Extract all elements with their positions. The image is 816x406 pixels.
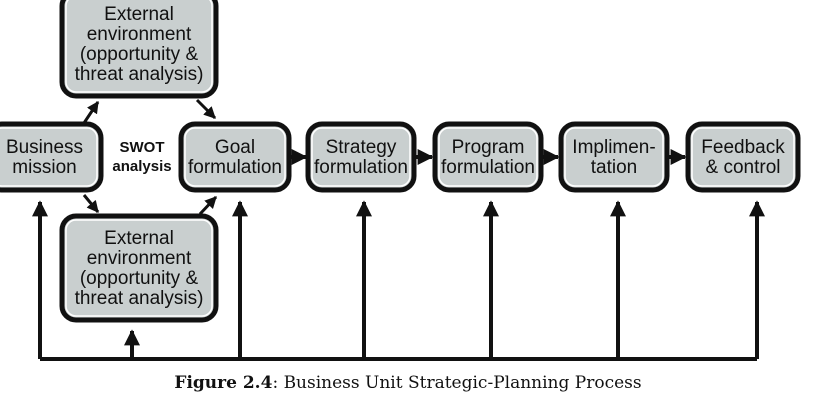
- connectors: [32, 98, 765, 361]
- box-feedback-control-text-line: Feedback: [701, 137, 785, 158]
- box-strategy-formulation-text-line: formulation: [314, 157, 408, 178]
- box-feedback-control-inner-border: [691, 127, 795, 187]
- box-ext-env-bottom-text-line: External: [104, 228, 174, 249]
- box-feedback-control: Feedback& control: [685, 121, 801, 193]
- box-ext-env-top-text-line: External: [104, 4, 174, 25]
- box-ext-env-top-shape: [59, 0, 219, 99]
- caption-label: Figure 2.4: [174, 373, 273, 393]
- box-business-mission-text-line: mission: [12, 157, 76, 178]
- box-feedback-control-text-line: & control: [706, 157, 781, 178]
- swot-label-line2: analysis: [112, 158, 171, 175]
- box-implimentation-shape: [558, 121, 670, 193]
- box-program-formulation-text-line: Program: [452, 137, 525, 158]
- box-ext-env-top-text-line: (opportunity &: [80, 44, 199, 65]
- box-ext-env-top-inner-border: [65, 0, 213, 93]
- box-business-mission-inner-border: [0, 127, 98, 187]
- arrow-ext-bottom-to-goal: [198, 195, 218, 216]
- box-implimentation: Implimen-tation: [558, 121, 670, 193]
- box-program-formulation-shape: [432, 121, 544, 193]
- box-ext-env-bottom-shape: [59, 213, 219, 323]
- swot-label-line1: SWOT: [120, 139, 165, 156]
- box-ext-env-bottom-text-line: environment: [87, 248, 192, 269]
- box-business-mission-text-line: Business: [6, 137, 83, 158]
- arrow-mission-to-ext-bottom: [82, 194, 100, 213]
- box-program-formulation-text-line: formulation: [441, 157, 535, 178]
- box-program-formulation-inner-border: [438, 127, 538, 187]
- box-ext-env-bottom-text-line: (opportunity &: [80, 268, 199, 289]
- box-ext-env-bottom-text-line: threat analysis): [75, 288, 204, 309]
- box-business-mission-shape: [0, 121, 104, 193]
- box-implimentation-inner-border: [564, 127, 664, 187]
- box-strategy-formulation-shape: [305, 121, 417, 193]
- box-ext-env-bottom-inner-border: [65, 219, 213, 317]
- box-goal-formulation-text-line: Goal: [215, 137, 255, 158]
- arrow-ext-top-to-goal: [195, 98, 217, 120]
- box-goal-formulation-shape: [178, 121, 292, 193]
- caption-text: : Business Unit Strategic-Planning Proce…: [272, 373, 642, 393]
- figure-caption: Figure 2.4: Business Unit Strategic-Plan…: [0, 373, 816, 393]
- arrow-mission-to-ext-top: [82, 101, 100, 124]
- box-goal-formulation-inner-border: [184, 127, 286, 187]
- box-feedback-control-shape: [685, 121, 801, 193]
- box-ext-env-top-text-line: threat analysis): [75, 64, 204, 85]
- swot-label: SWOT analysis: [112, 139, 171, 175]
- box-strategy-formulation-text-line: Strategy: [326, 137, 397, 158]
- box-implimentation-text-line: tation: [591, 157, 637, 178]
- box-goal-formulation-text-line: formulation: [188, 157, 282, 178]
- box-strategy-formulation-inner-border: [311, 127, 411, 187]
- box-ext-env-top-text-line: environment: [87, 24, 192, 45]
- box-implimentation-text-line: Implimen-: [572, 137, 655, 158]
